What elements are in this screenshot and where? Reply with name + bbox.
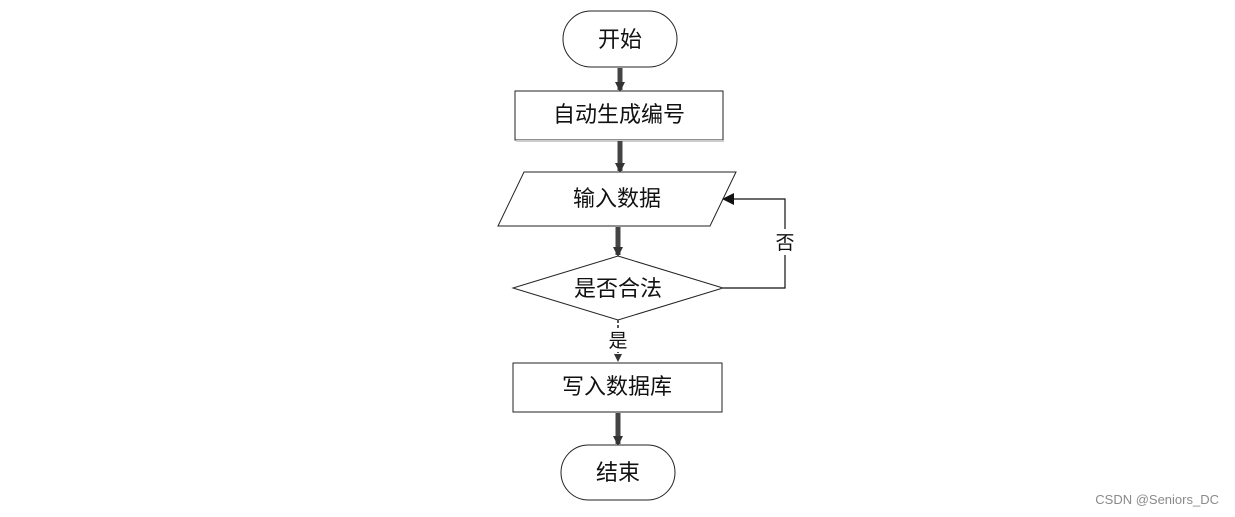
is-valid-node: 是否合法 [511, 255, 725, 321]
watermark: CSDN @Seniors_DC [1095, 492, 1219, 507]
input-data-node: 输入数据 [497, 171, 737, 227]
no-label: 否 [775, 232, 794, 254]
is-valid-label: 是否合法 [574, 277, 662, 302]
generate-id-label: 自动生成编号 [553, 103, 685, 128]
end-label: 结束 [596, 461, 640, 486]
yes-label: 是 [608, 330, 627, 352]
input-data-label: 输入数据 [573, 187, 661, 212]
end-node: 结束 [560, 444, 676, 501]
start-label: 开始 [598, 28, 642, 53]
write-db-label: 写入数据库 [562, 375, 672, 400]
write-db-node: 写入数据库 [512, 362, 723, 413]
start-node: 开始 [562, 10, 678, 68]
generate-id-node: 自动生成编号 [514, 90, 724, 142]
